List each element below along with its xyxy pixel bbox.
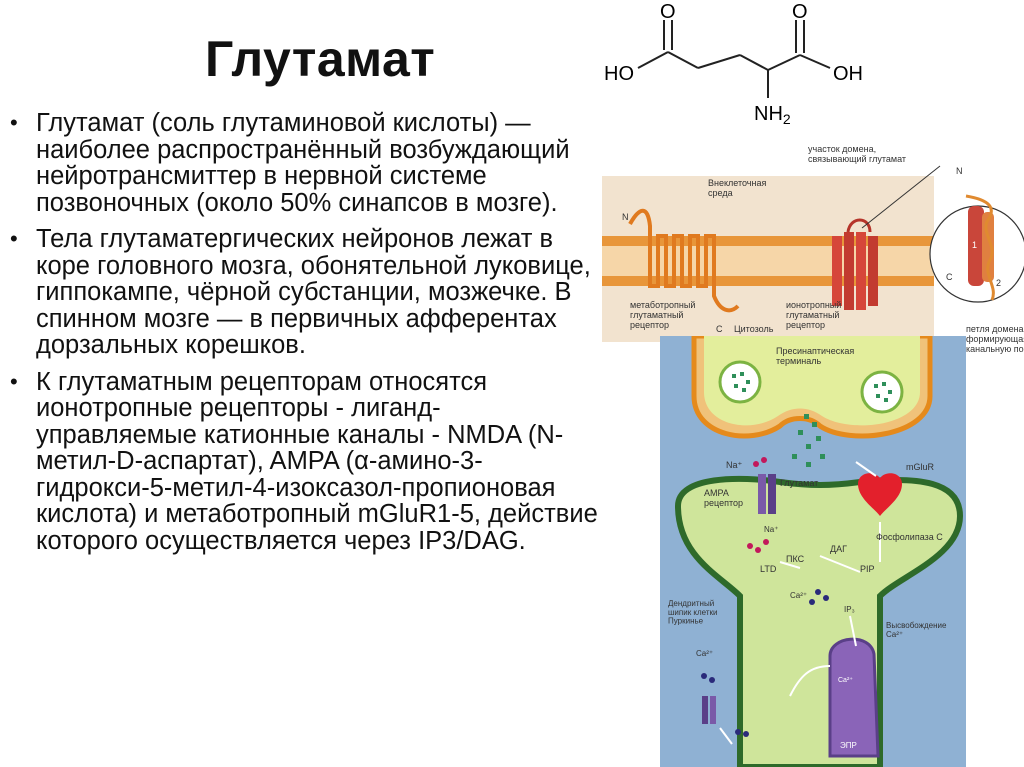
label-pkc: ПКС — [786, 554, 805, 564]
bullet-text: К глутаматным рецепторам относятся ионот… — [36, 367, 598, 555]
label-ltd: LTD — [760, 564, 777, 574]
label-glutamate: Глутамат — [780, 478, 818, 488]
label-cytosol: Цитозоль — [734, 324, 774, 334]
label-ca-low: Ca²⁺ — [696, 649, 713, 658]
label-num1: 1 — [972, 240, 977, 250]
label-ca-er: Ca²⁺ — [838, 677, 853, 684]
helix-detail — [965, 194, 995, 301]
label-c-right: C — [946, 272, 953, 282]
label-er: ЭПР — [840, 741, 857, 750]
label-na-top: Na⁺ — [726, 460, 743, 470]
label-binding-site: участок домена,связывающий глутамат — [808, 144, 906, 164]
channel-low — [702, 696, 716, 724]
atom-ho: HO — [604, 63, 634, 85]
label-n-left: N — [622, 212, 629, 222]
label-dag: ДАГ — [830, 544, 847, 554]
ion-dots — [701, 457, 829, 737]
label-ip3: IP₃ — [844, 605, 855, 614]
atom-nh2: NH2 — [754, 103, 791, 127]
ampa-receptor — [758, 474, 776, 514]
bullet-item: • Тела глутаматергических нейронов лежат… — [8, 226, 600, 359]
ionotropic-receptor — [832, 218, 878, 310]
bullet-marker: • — [10, 368, 18, 394]
bullet-marker: • — [10, 226, 18, 251]
bullet-text: Тела глутаматергических нейронов лежат в… — [36, 225, 591, 359]
bullet-list: • Глутамат (соль глутаминовой кислоты) —… — [8, 110, 600, 564]
vesicles — [718, 360, 904, 467]
atom-o-right: O — [792, 1, 808, 23]
mglur-receptor — [858, 473, 902, 516]
molecule-bonds — [637, 20, 831, 98]
bullet-text: Глутамат (соль глутаминовой кислоты) — н… — [36, 109, 570, 217]
label-ca-mid: Ca²⁺ — [790, 591, 807, 600]
metabotropic-receptor — [628, 208, 740, 313]
bullet-item: • К глутаматным рецепторам относятся ион… — [8, 367, 600, 555]
slide-title: Глутамат — [205, 31, 436, 87]
er — [828, 637, 880, 758]
atom-oh: OH — [833, 63, 863, 85]
label-c-left: C — [716, 324, 723, 334]
label-phospholipase: Фосфолипаза С — [876, 532, 943, 542]
label-pip: PIP — [860, 564, 875, 574]
label-n-right: N — [956, 166, 963, 176]
bullet-item: • Глутамат (соль глутаминовой кислоты) —… — [8, 110, 600, 216]
signal-arrows — [719, 461, 881, 745]
label-num2: 2 — [996, 278, 1001, 288]
glutamate-structure: O O HO OH NH2 — [604, 1, 863, 127]
atom-o-left: O — [660, 1, 676, 23]
bullet-marker: • — [10, 110, 18, 135]
callout-line — [861, 165, 941, 229]
label-na-mid: Na⁺ — [764, 525, 778, 534]
label-mglur: mGluR — [906, 462, 935, 472]
